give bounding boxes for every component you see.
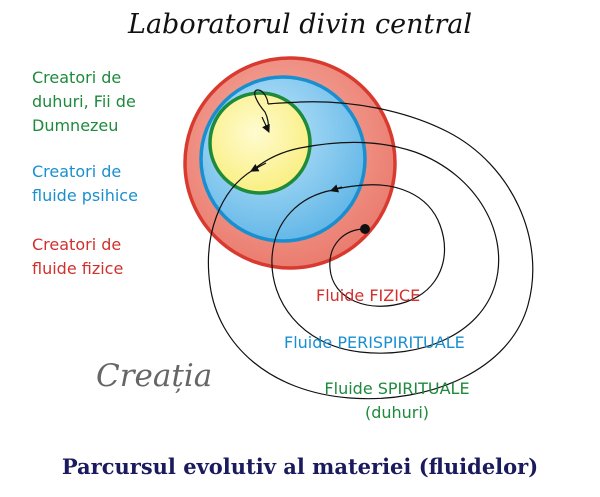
legend-line: Dumnezeu [32, 116, 119, 135]
legend-line: Creatori de [32, 68, 122, 87]
arrow-icon [250, 162, 267, 172]
legend-physical-creators: Creatori de fluide fizice [32, 233, 123, 281]
spiral-start-dot [360, 224, 370, 234]
spirit-creators-sphere [208, 91, 312, 195]
legend-psychic-creators: Creatori de fluide psihice [32, 160, 138, 208]
spiral-segment-middle [252, 141, 500, 354]
perispiritual-fluids-label: Fluide PERISPIRITUALE [284, 333, 465, 352]
arrow-icon [329, 184, 343, 193]
spiral-segment-entry [254, 89, 269, 131]
spiral-segment-inner [329, 184, 446, 307]
spiral-segment-outer [207, 101, 534, 400]
spiritual-fluids-line: (duhuri) [364, 403, 430, 422]
spiritual-fluids-line: Fluide SPIRITUALE [324, 379, 470, 398]
legend-line: duhuri, Fii de [32, 92, 136, 111]
spiritual-fluids-label: Fluide SPIRITUALE (duhuri) [307, 377, 487, 425]
diagram-title: Laboratorul divin central [128, 9, 472, 40]
physical-fluids-label: Fluide FIZICE [316, 286, 421, 305]
evolution-spiral [207, 89, 534, 400]
legend-line: fluide fizice [32, 259, 124, 278]
legend-line: Creatori de [32, 162, 122, 181]
creation-label: Creația [96, 358, 213, 394]
legend-line: fluide psihice [32, 186, 138, 205]
diagram-caption: Parcursul evolutiv al materiei (fluidelo… [61, 454, 539, 479]
legend-spirit-creators: Creatori de duhuri, Fii de Dumnezeu [32, 66, 136, 138]
legend-line: Creatori de [32, 235, 122, 254]
arrow-icon [261, 116, 270, 134]
